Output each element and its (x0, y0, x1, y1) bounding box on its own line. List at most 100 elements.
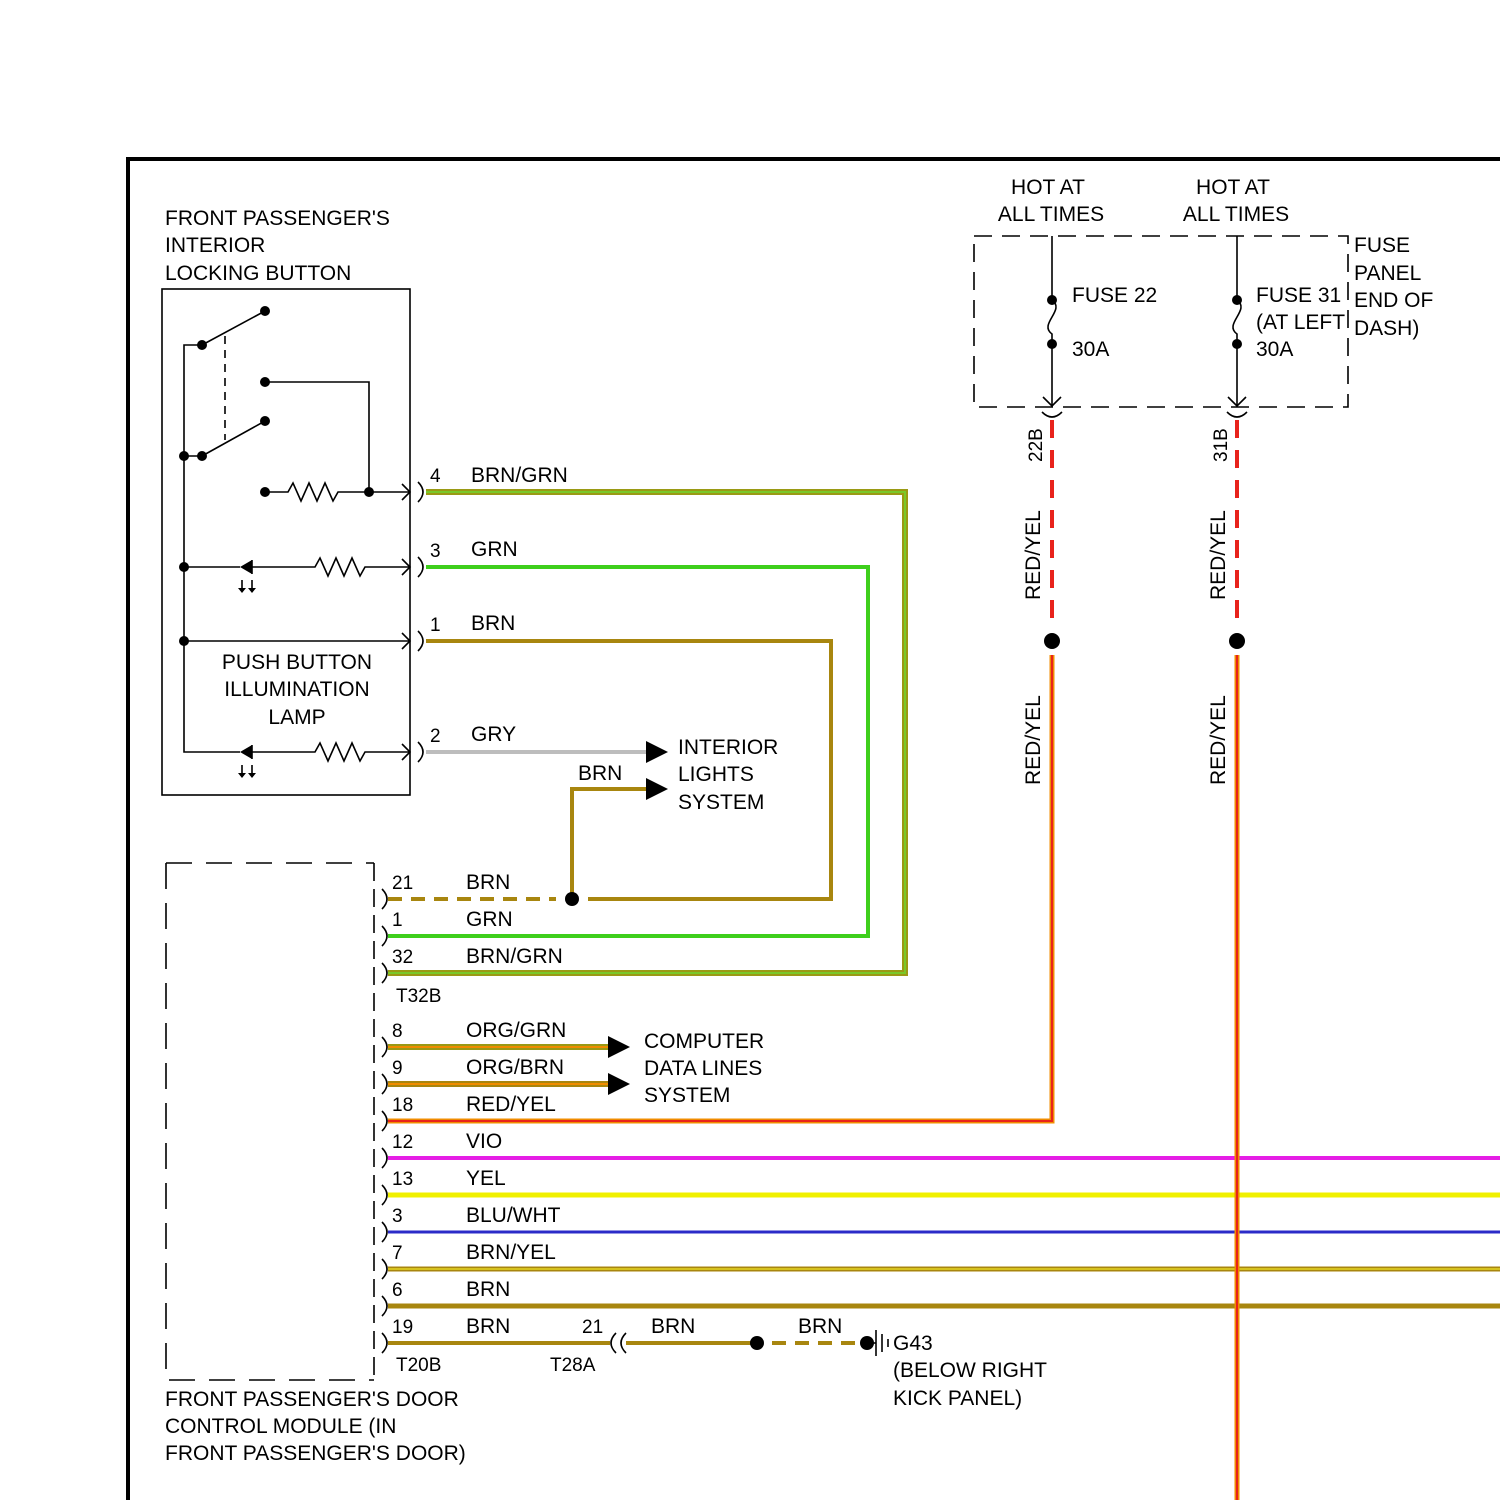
locking-button-title-line-2: INTERIOR (165, 234, 265, 257)
locking-button-title-line-3: LOCKING BUTTON (165, 262, 351, 285)
ground-icon (867, 1330, 888, 1356)
button-connector (418, 482, 423, 762)
ground-name: G43 (893, 1332, 933, 1355)
ground-location-line-1: (BELOW RIGHT (893, 1359, 1047, 1382)
door-control-module: FRONT PASSENGER'S DOOR CONTROL MODULE (I… (165, 863, 566, 1465)
t20b-wire-label-9: ORG/BRN (466, 1056, 564, 1079)
arrow-org-brn-icon (608, 1073, 630, 1095)
arrow-org-grn-icon (608, 1036, 630, 1058)
wire-brn-to-interior-lights (572, 789, 648, 899)
fuse-panel-label-line-2: PANEL (1354, 262, 1421, 285)
interior-lights-brn-label: BRN (578, 762, 622, 785)
wire-31-lower-label: RED/YEL (1207, 695, 1230, 785)
lamp-label-line-2: ILLUMINATION (224, 678, 369, 701)
button-wire-label-brn-grn: BRN/GRN (471, 464, 568, 487)
fuse-22-rating: 30A (1072, 338, 1109, 361)
t32b-pin-1: 1 (392, 910, 403, 931)
computer-data-line-3: SYSTEM (644, 1084, 730, 1107)
led-icon (240, 560, 252, 574)
computer-data-line-2: DATA LINES (644, 1057, 762, 1080)
connector-31b-label: 31B (1211, 428, 1232, 462)
t20b-connector-label: T20B (396, 1355, 441, 1376)
fuse-31-rating: 30A (1256, 338, 1293, 361)
t32b-wire-label-32: BRN/GRN (466, 945, 563, 968)
ground-location-line-2: KICK PANEL) (893, 1387, 1022, 1410)
fuse-panel-label-line-3: END OF (1354, 289, 1433, 312)
wire-brn (426, 641, 831, 899)
t20b-pin-9: 9 (392, 1058, 403, 1079)
interior-lights-line-3: SYSTEM (678, 791, 764, 814)
module-title-line-2: CONTROL MODULE (IN (165, 1415, 396, 1438)
t20b-pin-13: 13 (392, 1169, 413, 1190)
fuse-panel: HOT AT ALL TIMES HOT AT ALL TIMES FUSE P… (974, 176, 1433, 417)
locking-button-component: FRONT PASSENGER'S INTERIOR LOCKING BUTTO… (162, 207, 410, 795)
fuse-panel-label-line-4: DASH) (1354, 317, 1419, 340)
module-box-outline (166, 863, 374, 1380)
t20b-wire-label-12: VIO (466, 1130, 502, 1153)
interior-lights-line-2: LIGHTS (678, 763, 754, 786)
t32b-pin-32: 32 (392, 947, 413, 968)
t32b-connector-label: T32B (396, 986, 441, 1007)
t20b-wire-label-19: BRN (466, 1315, 510, 1338)
interior-lights-line-1: INTERIOR (678, 736, 778, 759)
module-title-line-1: FRONT PASSENGER'S DOOR (165, 1388, 459, 1411)
connector-22b-label: 22B (1026, 428, 1047, 462)
ground-wire-label-2: BRN (798, 1315, 842, 1338)
splice-node (750, 1336, 764, 1350)
t20b-wire-label-3: BLU/WHT (466, 1204, 561, 1227)
computer-data-line-1: COMPUTER (644, 1030, 764, 1053)
t20b-wire-label-13: YEL (466, 1167, 506, 1190)
lamp-label-line-1: PUSH BUTTON (222, 651, 372, 674)
t20b-pin-12: 12 (392, 1132, 413, 1153)
fuse-31-symbol (1227, 236, 1247, 417)
t20b-wire-label-7: BRN/YEL (466, 1241, 556, 1264)
module-title-line-3: FRONT PASSENGER'S DOOR) (165, 1442, 466, 1465)
fuse-panel-label-line-1: FUSE (1354, 234, 1410, 257)
t28a-connector (611, 1333, 626, 1353)
wire-31-upper-label: RED/YEL (1207, 510, 1230, 600)
diagram-frame (128, 159, 1500, 1500)
t20b-pin-3: 3 (392, 1206, 403, 1227)
t20b-wire-label-6: BRN (466, 1278, 510, 1301)
t28a-pin-21: 21 (582, 1317, 603, 1338)
t32b-wire-label-1: GRN (466, 908, 513, 931)
button-wire-label-gry: GRY (471, 723, 516, 746)
t20b-wire-label-18: RED/YEL (466, 1093, 556, 1116)
fuse-31-name: FUSE 31 (1256, 284, 1341, 307)
splice-node (1229, 633, 1245, 649)
t32b-wire-label-21: BRN (466, 871, 510, 894)
splice-node (1044, 633, 1060, 649)
wire-22-lower-label: RED/YEL (1022, 695, 1045, 785)
ground-wire-label-1: BRN (651, 1315, 695, 1338)
fuse-22-symbol (1042, 236, 1062, 417)
hot-at-all-times-left-line-1: HOT AT (1011, 176, 1085, 199)
t32b-pin-21: 21 (392, 873, 413, 894)
button-pin-2: 2 (430, 726, 441, 747)
hot-at-all-times-right-line-1: HOT AT (1196, 176, 1270, 199)
t20b-pin-18: 18 (392, 1095, 413, 1116)
t20b-pin-6: 6 (392, 1280, 403, 1301)
fuse-31-location: (AT LEFT (1256, 311, 1345, 334)
button-wire-label-brn: BRN (471, 612, 515, 635)
hot-at-all-times-left-line-2: ALL TIMES (998, 203, 1104, 226)
hot-at-all-times-right-line-2: ALL TIMES (1183, 203, 1289, 226)
t20b-pin-8: 8 (392, 1021, 403, 1042)
wire-22-upper-label: RED/YEL (1022, 510, 1045, 600)
t28a-connector-label: T28A (550, 1355, 596, 1376)
fuse-22-name: FUSE 22 (1072, 284, 1157, 307)
lamp-label-line-3: LAMP (268, 706, 325, 729)
t20b-wire-label-8: ORG/GRN (466, 1019, 566, 1042)
splice-node (565, 892, 579, 906)
t20b-pin-19: 19 (392, 1317, 413, 1338)
button-pin-1: 1 (430, 615, 441, 636)
button-wire-label-grn: GRN (471, 538, 518, 561)
led-icon (240, 745, 252, 759)
locking-button-title-line-1: FRONT PASSENGER'S (165, 207, 390, 230)
button-pin-4: 4 (430, 466, 441, 487)
arrow-brn-icon (646, 778, 668, 800)
t20b-pin-7: 7 (392, 1243, 403, 1264)
module-connector-brackets (382, 889, 387, 1353)
arrow-gry-icon (646, 741, 668, 763)
button-pin-3: 3 (430, 541, 441, 562)
